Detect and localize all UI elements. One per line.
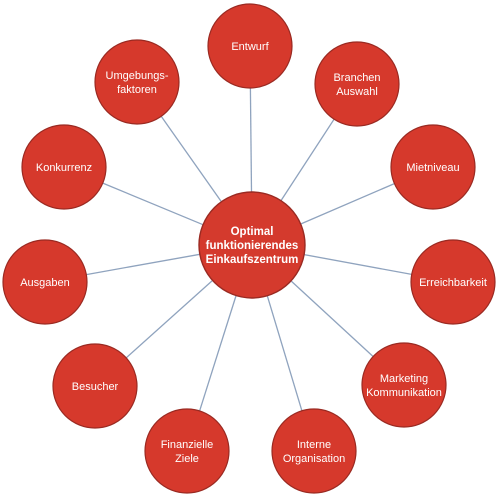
spokes: [86, 87, 412, 412]
node-label: Umgebungs-: [106, 70, 169, 82]
node-entwurf: Entwurf: [207, 3, 293, 89]
node-umgebungsfaktoren: Umgebungs-faktoren: [94, 39, 180, 125]
spoke-entwurf: [249, 87, 253, 193]
node-circle: [94, 39, 180, 125]
hub-label: Optimal: [231, 226, 274, 238]
node-circle: [2, 239, 88, 325]
node-circle: [144, 408, 230, 494]
outer-nodes: EntwurfBranchenAuswahlMietniveauErreichb…: [2, 3, 496, 494]
node-circle: [410, 239, 496, 325]
node-label: Kommunikation: [366, 387, 442, 399]
spoke-interne-organisation: [266, 295, 303, 411]
spoke-finanzielle-ziele: [198, 295, 237, 412]
node-erreichbarkeit: Erreichbarkeit: [410, 239, 496, 325]
hub-label: Einkaufszentrum: [206, 254, 299, 266]
node-label: Branchen: [333, 72, 380, 84]
spoke-umgebungsfaktoren: [160, 115, 222, 203]
node-circle: [361, 342, 447, 428]
node-ausgaben: Ausgaben: [2, 239, 88, 325]
node-mietniveau: Mietniveau: [390, 124, 476, 210]
node-circle: [390, 124, 476, 210]
spoke-branchen-auswahl: [280, 118, 335, 201]
node-label: Marketing: [380, 373, 428, 385]
node-label: Ziele: [175, 453, 199, 465]
node-label: Interne: [297, 439, 331, 451]
node-circle: [314, 41, 400, 127]
node-besucher: Besucher: [52, 343, 138, 429]
node-label: Ausgaben: [20, 277, 70, 289]
node-label: Auswahl: [336, 86, 378, 98]
node-circle: [21, 124, 107, 210]
node-label: Finanzielle: [161, 439, 214, 451]
spoke-marketing-kommunikation: [290, 280, 374, 357]
spoke-ausgaben: [86, 253, 200, 276]
hub-label: funktionierendes: [206, 240, 299, 252]
node-label: Organisation: [283, 453, 345, 465]
node-label: Besucher: [72, 381, 119, 393]
spoke-erreichbarkeit: [303, 253, 412, 276]
hub-circle: [198, 191, 306, 299]
spoke-konkurrenz: [102, 182, 204, 226]
node-circle: [52, 343, 138, 429]
node-circle: [271, 408, 357, 494]
node-label: faktoren: [117, 84, 157, 96]
node-label: Konkurrenz: [36, 162, 92, 174]
node-konkurrenz: Konkurrenz: [21, 124, 107, 210]
spoke-besucher: [125, 279, 214, 359]
spoke-mietniveau: [300, 183, 395, 225]
node-circle: [207, 3, 293, 89]
node-label: Erreichbarkeit: [419, 277, 487, 289]
node-label: Mietniveau: [406, 162, 459, 174]
node-label: Entwurf: [231, 41, 269, 53]
